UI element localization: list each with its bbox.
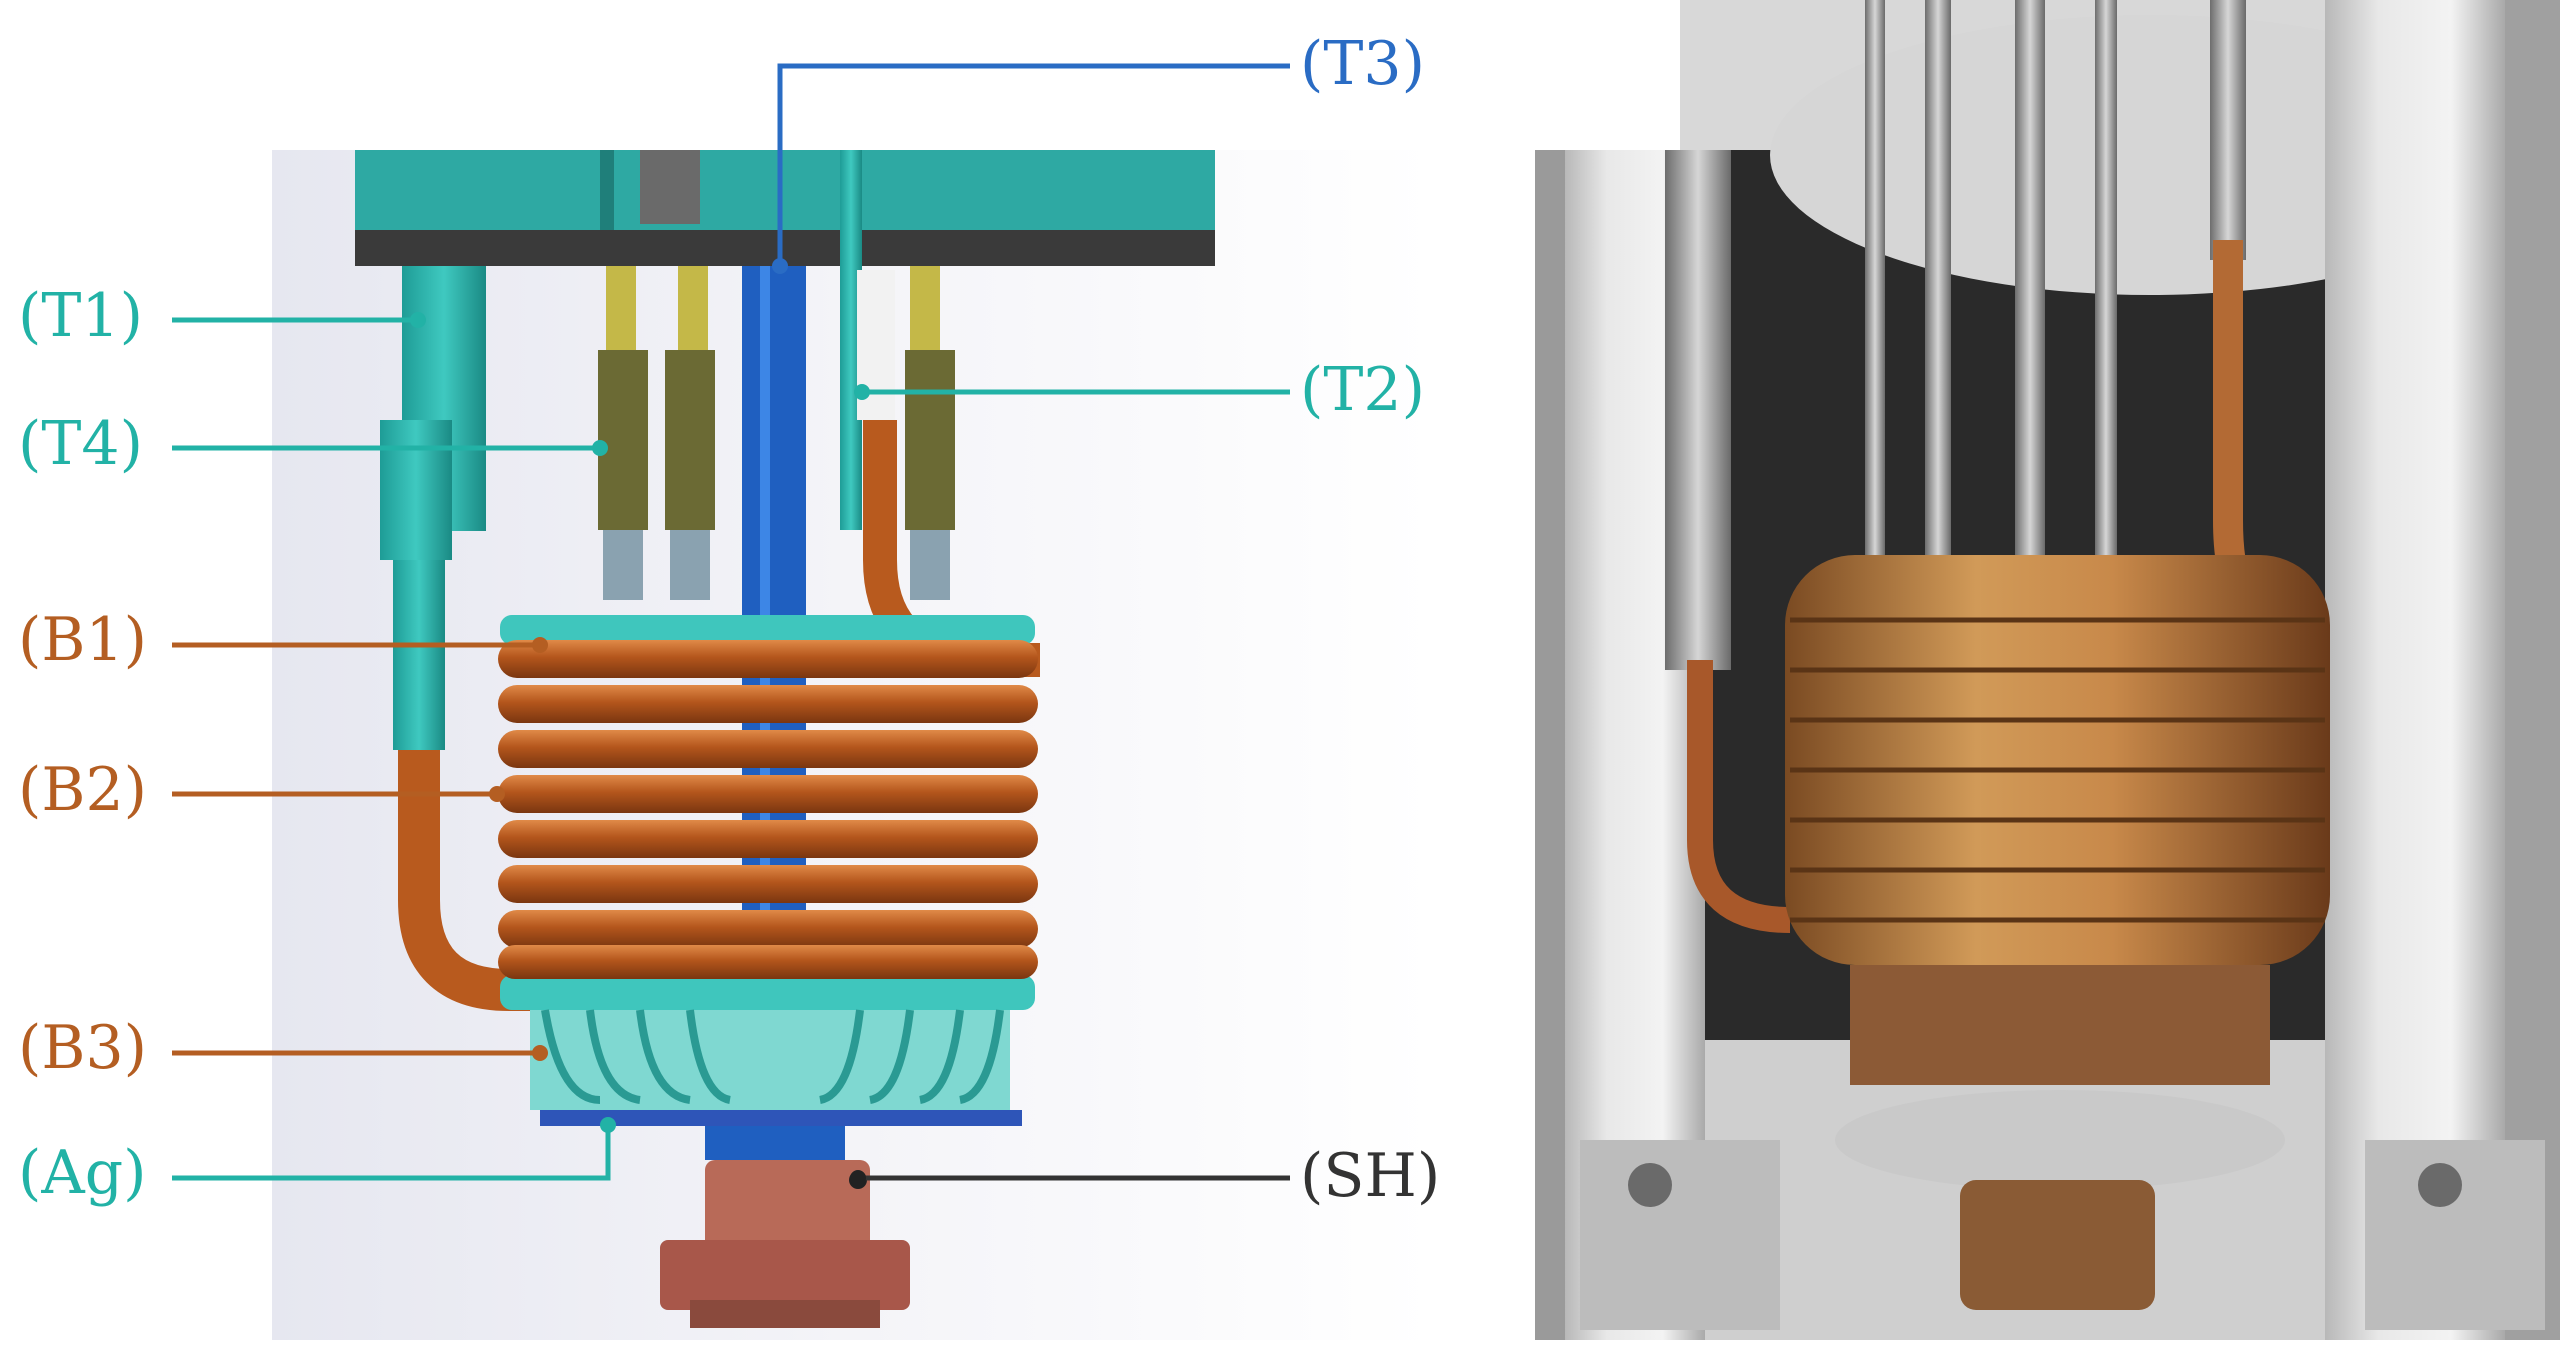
photo-sh-holder	[1960, 1180, 2155, 1310]
label-t3: (T3)	[1300, 29, 1426, 99]
ag-plate	[540, 1110, 1022, 1126]
t4-sleeve	[380, 420, 452, 560]
label-sh: (SH)	[1300, 1141, 1441, 1211]
sh-holder-upper	[705, 1160, 870, 1250]
label-b3: (B3)	[18, 1013, 148, 1083]
coil-windings	[498, 640, 1038, 979]
coil-bottom-flange	[500, 975, 1035, 1010]
photo-bracket-left	[1580, 1140, 1780, 1330]
cad-render	[272, 150, 1432, 1340]
photo-rod-4	[2095, 0, 2117, 560]
t4-heater-rods	[598, 266, 955, 600]
label-t4: (T4)	[18, 409, 144, 479]
leader-t3	[777, 63, 1290, 266]
photo-rod-1	[1865, 0, 1885, 560]
label-t1: (T1)	[18, 281, 144, 351]
photograph	[1535, 0, 2560, 1340]
photo-fins	[1850, 965, 2270, 1085]
label-b2: (B2)	[18, 755, 148, 825]
label-ag: (Ag)	[18, 1138, 147, 1208]
sh-holder-base	[690, 1300, 880, 1328]
photo-rod-5	[2210, 0, 2246, 260]
t1-copper-bend	[398, 750, 530, 1011]
photo-coil	[1785, 555, 2330, 965]
leader-ag	[172, 1125, 611, 1181]
label-b1: (B1)	[18, 605, 148, 675]
t2-tube	[840, 150, 862, 530]
top-plate-shadow	[600, 150, 614, 230]
photo-ag-disc	[1835, 1090, 2285, 1190]
top-plate-hub	[640, 150, 700, 224]
photo-left-tube	[1665, 150, 1731, 670]
photo-frame-right	[2325, 0, 2505, 1340]
leader-lines	[172, 63, 1290, 1186]
t1-tube-lower	[393, 560, 445, 750]
top-plate	[355, 150, 1215, 230]
photo-frame-right-outer	[2505, 0, 2560, 1340]
coil-top-flange	[500, 615, 1035, 645]
label-t2: (T2)	[1300, 355, 1426, 425]
photo-frame-left-outer	[1535, 150, 1565, 1340]
photo-rod-3	[2015, 0, 2045, 560]
photo-rod-2	[1925, 0, 1951, 560]
photo-bracket-right	[2365, 1140, 2545, 1330]
b3-fin-array	[530, 1009, 1010, 1110]
sh-holder-lower	[660, 1240, 910, 1310]
photo-coil-grooves	[1790, 617, 2325, 923]
photo-left-copper	[1687, 660, 1791, 933]
